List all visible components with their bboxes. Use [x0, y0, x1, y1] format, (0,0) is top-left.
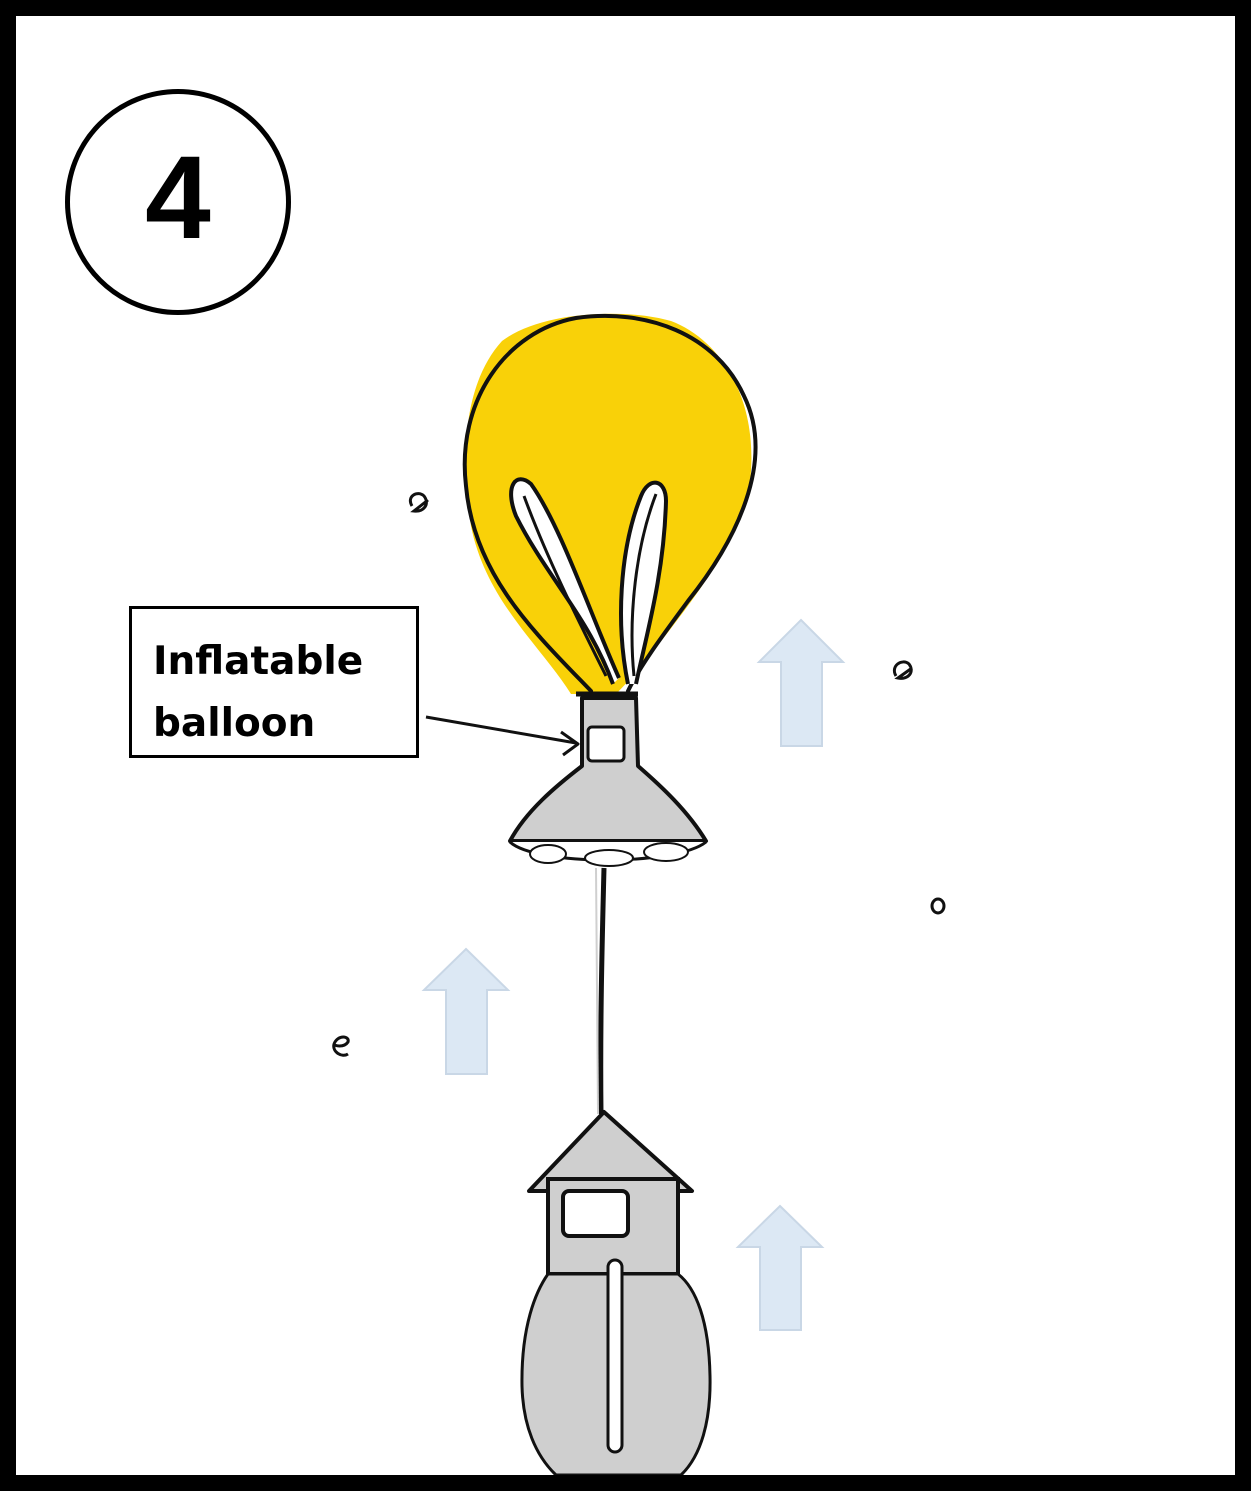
rocket-body-icon [520, 1110, 712, 1475]
diagram-panel: 4 Inflatable balloon [16, 16, 1235, 1475]
step-number-badge: 4 [65, 89, 291, 315]
step-number: 4 [145, 132, 211, 264]
tether-line [598, 867, 607, 1115]
callout-arrow [425, 715, 580, 757]
hot-air-balloon-icon [462, 313, 758, 697]
doodle-mark [332, 492, 946, 1057]
illustration [332, 313, 946, 1475]
callout-label-box: Inflatable balloon [129, 606, 419, 758]
inflation-nozzle [508, 696, 708, 867]
up-arrow-icon [735, 1204, 825, 1331]
callout-label: Inflatable balloon [153, 639, 364, 746]
up-arrow-icon [421, 947, 511, 1075]
up-arrow-icon [756, 618, 846, 747]
